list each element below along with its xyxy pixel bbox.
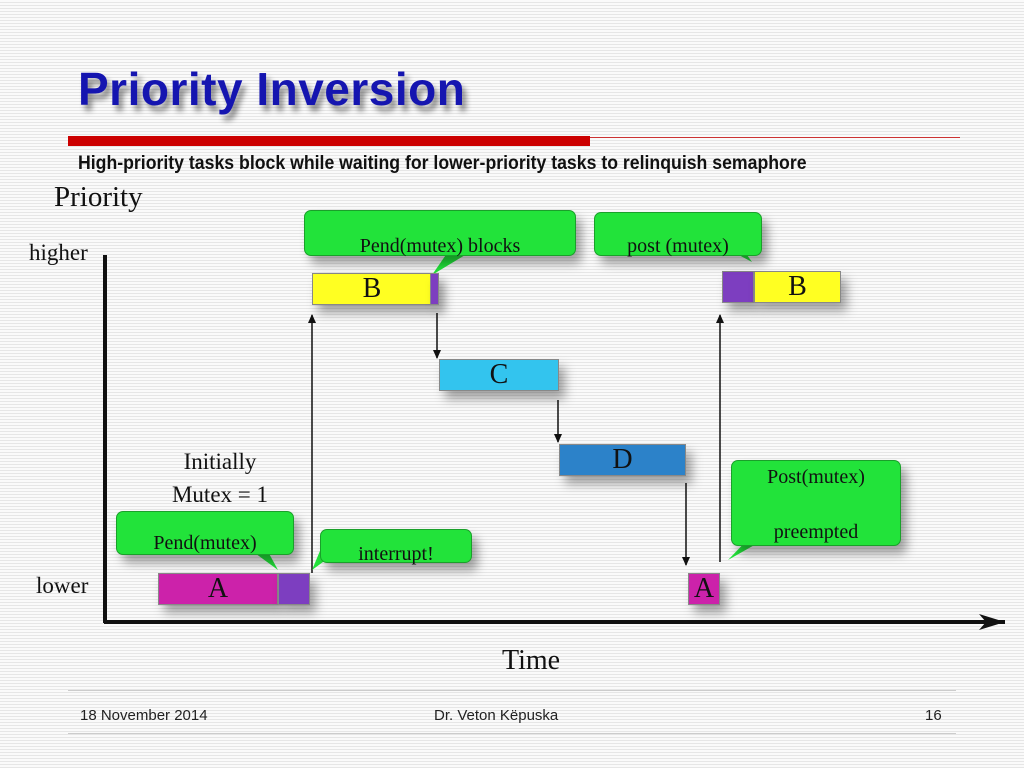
task-b-label: B (362, 273, 382, 304)
task-b-second-mutex-segment (722, 271, 754, 303)
callout-post-preempted-line1: Post(mutex) (767, 466, 865, 488)
title-underline-bar (68, 136, 590, 146)
task-a-mutex-segment (278, 573, 310, 605)
footer-page-number: 16 (925, 707, 942, 724)
task-b-bar: B (312, 273, 432, 305)
lower-label: lower (36, 573, 89, 598)
initial-state-line1: Initially (183, 449, 257, 474)
callout-post-mutex-top: post (mutex) (594, 212, 762, 257)
callout-post-mutex-top-text: post (mutex) (627, 235, 729, 257)
task-b-second-label: B (788, 271, 807, 302)
title-underline-rule (590, 137, 960, 138)
footer-rule-bottom (68, 733, 956, 734)
initial-state-note: Initially Mutex = 1 (140, 445, 300, 511)
callout-post-preempted-line2: preempted (773, 521, 859, 543)
callout-interrupt: interrupt! (320, 529, 472, 565)
task-a-second-label: A (693, 573, 715, 604)
task-d-label: D (612, 444, 633, 475)
task-b-second-bar: B (754, 271, 841, 303)
task-c-bar: C (439, 359, 559, 391)
task-c-label: C (489, 359, 509, 390)
callout-interrupt-text: interrupt! (358, 543, 434, 565)
initial-state-line2: Mutex = 1 (171, 482, 269, 507)
callout-post-preempted: Post(mutex) preempted (731, 460, 901, 546)
callout-pend-mutex: Pend(mutex) (116, 511, 294, 555)
x-axis-label: Time (502, 645, 561, 676)
task-a-bar: A (158, 573, 278, 605)
callout-pend-blocks-text: Pend(mutex) blocks (359, 235, 521, 257)
footer-date: 18 November 2014 (80, 707, 208, 724)
higher-label: higher (29, 240, 88, 265)
footer-author: Dr. Veton Këpuska (434, 707, 559, 724)
slide-subtitle: High-priority tasks block while waiting … (78, 153, 807, 174)
task-a-second-bar: A (688, 573, 720, 605)
footer-rule-top (68, 690, 956, 691)
slide-title: Priority Inversion (78, 63, 466, 115)
task-a-label: A (207, 573, 229, 604)
y-axis-label: Priority (54, 181, 143, 213)
callout-pend-mutex-text: Pend(mutex) (153, 532, 257, 554)
task-d-bar: D (559, 444, 686, 476)
task-b-mutex-segment (430, 273, 439, 305)
callout-pend-blocks: Pend(mutex) blocks (304, 210, 576, 257)
